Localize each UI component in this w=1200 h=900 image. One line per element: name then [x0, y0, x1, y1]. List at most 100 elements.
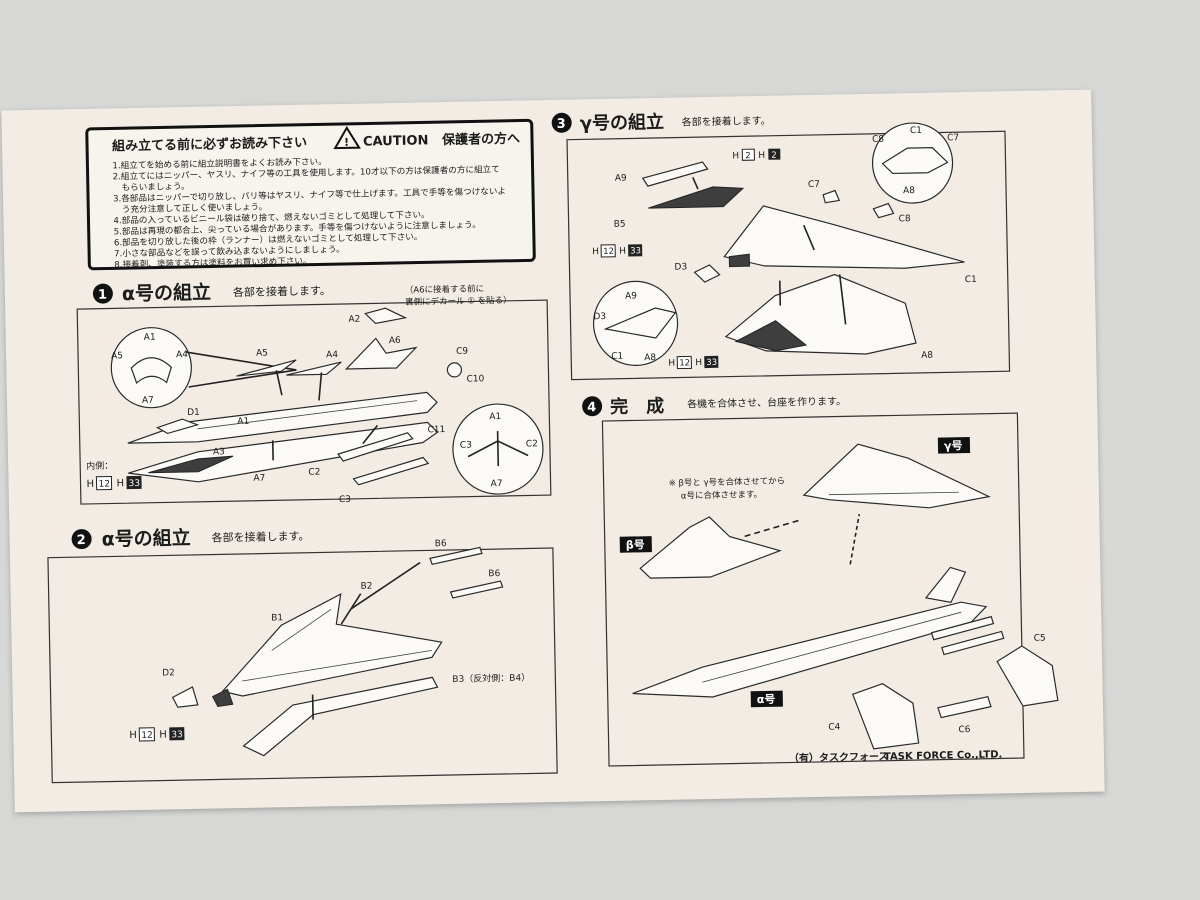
step-3-frame	[566, 130, 1011, 381]
svg-text:A5: A5	[111, 351, 123, 361]
svg-text:33: 33	[630, 246, 641, 256]
svg-text:A1: A1	[237, 417, 249, 427]
svg-text:33: 33	[128, 479, 140, 489]
svg-text:A8: A8	[903, 186, 915, 196]
step-4-badge	[582, 396, 603, 417]
svg-text:12: 12	[141, 731, 153, 741]
svg-text:C4: C4	[828, 723, 840, 733]
svg-text:D3: D3	[674, 262, 687, 272]
svg-text:H: H	[758, 151, 765, 161]
svg-text:A9: A9	[625, 291, 637, 301]
step-4-section: 4 完 成 各機を合体させ、台座を作ります。 ※ β号と γ号を合体させてから …	[582, 394, 1059, 767]
svg-text:H: H	[695, 358, 702, 368]
svg-text:C2: C2	[308, 467, 320, 477]
warning-triangle-icon: !	[333, 125, 361, 150]
svg-text:B2: B2	[360, 581, 372, 591]
svg-text:D3: D3	[593, 312, 606, 322]
caution-item: もらいましょう。	[113, 181, 190, 193]
beta-craft	[639, 516, 782, 579]
instruction-sheet-drawing: 組み立てる前に必ずお読み下さい ! CAUTION 保護者の方へ 1.組立てを始…	[47, 111, 1059, 784]
svg-text:C7: C7	[808, 180, 820, 190]
step-1-note: （A6に接着する前に	[405, 283, 484, 296]
stand-c5	[996, 645, 1059, 707]
gamma-upper	[723, 205, 965, 269]
svg-text:A7: A7	[253, 474, 265, 484]
svg-text:A2: A2	[348, 315, 360, 325]
step-2-number: 2	[76, 533, 85, 548]
step-4-subtitle: 各機を合体させ、台座を作ります。	[687, 394, 846, 410]
step-3-paint-bottom: H 12 H 33	[668, 355, 719, 370]
step-4-number: 4	[587, 400, 596, 415]
step-1-number: 1	[98, 288, 107, 303]
svg-text:γ号: γ号	[944, 439, 963, 452]
alpha-tag	[750, 690, 783, 708]
caution-title: CAUTION	[363, 133, 429, 149]
svg-text:33: 33	[706, 358, 717, 368]
maker-name-jp: （有）タスクフォース	[789, 750, 889, 765]
svg-text:C10: C10	[467, 374, 485, 384]
gamma-tag	[937, 436, 971, 454]
caution-box: 組み立てる前に必ずお読み下さい ! CAUTION 保護者の方へ 1.組立てを始…	[85, 118, 536, 271]
step-1-section: 1 α号の組立 各部を接着します。 （A6に接着する前に 裏側にデカール ① を…	[76, 281, 552, 505]
svg-text:H: H	[592, 247, 599, 257]
stand-c4	[851, 683, 920, 750]
svg-text:A8: A8	[921, 351, 933, 361]
step-2-title: α号の組立	[101, 526, 190, 551]
svg-text:A6: A6	[389, 336, 401, 346]
beta-tag	[619, 536, 652, 553]
step-2-paint-codes: H 12 H 33	[129, 727, 185, 742]
svg-text:A4: A4	[176, 350, 188, 360]
caution-item: 8.接着剤、塗装する方は塗料をお買い求め下さい。	[114, 255, 311, 271]
step-3-badge	[551, 112, 572, 133]
svg-text:α号: α号	[757, 693, 776, 706]
svg-text:A4: A4	[326, 350, 338, 360]
svg-text:A1: A1	[144, 333, 156, 343]
step-3-section: 3 γ号の組立 各部を接着します。 A9 B5 H 2 H 2 C8 C1 C7…	[551, 111, 1011, 381]
svg-text:D2: D2	[162, 668, 175, 678]
step-4-note: ※ β号と γ号を合体させてから	[669, 476, 786, 489]
svg-text:A9: A9	[615, 174, 627, 184]
svg-text:33: 33	[171, 730, 183, 740]
wing-b3	[242, 676, 439, 757]
svg-text:B5: B5	[614, 220, 626, 230]
step-4-frame	[601, 412, 1025, 767]
svg-text:H: H	[732, 151, 739, 161]
svg-text:A7: A7	[491, 479, 503, 489]
step-1-title: α号の組立	[122, 281, 211, 306]
step-3-title: γ号の組立	[580, 111, 665, 135]
svg-text:C7: C7	[947, 133, 959, 143]
svg-text:C3: C3	[460, 441, 472, 451]
gamma-craft	[802, 443, 991, 509]
svg-text:H: H	[129, 730, 137, 741]
step-3-number: 3	[557, 117, 566, 132]
caution-header-right: 保護者の方へ	[441, 131, 520, 149]
svg-text:D1: D1	[187, 408, 200, 418]
svg-text:C2: C2	[526, 439, 538, 449]
svg-text:H: H	[619, 247, 626, 257]
svg-text:β号: β号	[626, 538, 645, 551]
svg-text:C9: C9	[456, 347, 468, 357]
caution-item: う充分注意して正しく使いましょう。	[113, 200, 267, 215]
svg-text:!: !	[344, 136, 349, 149]
svg-text:A3: A3	[213, 447, 225, 457]
svg-text:C1: C1	[910, 126, 922, 136]
svg-text:H: H	[668, 359, 675, 369]
step-2-frame	[47, 547, 558, 784]
svg-text:A5: A5	[256, 348, 268, 358]
step-4-note: α号に合体させます。	[681, 489, 762, 502]
stand-c6	[937, 695, 992, 719]
caution-header-left: 組み立てる前に必ずお読み下さい	[112, 135, 307, 155]
step-2-section: 2 α号の組立 各部を接着します。 B6 B6 B2 B1 D2 B3（反対側：…	[47, 526, 558, 784]
svg-text:C1: C1	[611, 352, 623, 362]
svg-text:C1: C1	[965, 275, 977, 285]
paint-inner-label: 内側：	[86, 459, 113, 472]
step-1-subtitle: 各部を接着します。	[233, 283, 331, 299]
alpha-craft	[632, 601, 988, 698]
svg-text:C3: C3	[339, 495, 351, 505]
maker-name-en: TASK FORCE Co.,LTD.	[884, 749, 1003, 762]
step-3-subtitle: 各部を接着します。	[682, 114, 771, 129]
svg-text:12: 12	[603, 247, 614, 257]
svg-text:C8: C8	[899, 214, 911, 224]
step-1-badge	[92, 283, 113, 304]
svg-text:A8: A8	[644, 353, 656, 363]
